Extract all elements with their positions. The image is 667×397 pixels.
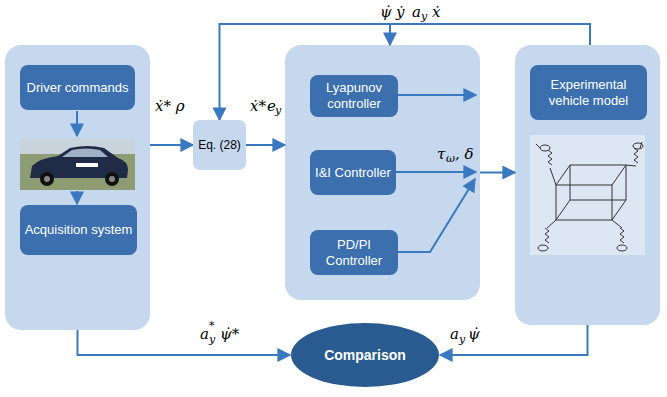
signal-label: ẏ (396, 4, 404, 21)
drawing-part (634, 148, 638, 163)
drawing-part (20, 138, 135, 190)
drawing-part (626, 165, 627, 200)
drawing-part (76, 163, 98, 167)
signal-label: τ (437, 146, 445, 163)
car-photo (20, 138, 135, 190)
signal-label: ψ̇* (220, 326, 239, 343)
drawing-part (620, 228, 624, 243)
flow-arrow (76, 191, 78, 204)
drawing-part (550, 168, 556, 185)
equation-box: Eq. (28) (193, 120, 246, 170)
signal-label: , δ (455, 146, 474, 163)
signal-label: ψ̇ (380, 4, 392, 21)
controller-box: Lyapunov controller (310, 75, 398, 117)
drawing-part (556, 165, 626, 185)
signal-label: ẋ* ρ (155, 98, 185, 115)
drawing-part (612, 185, 613, 220)
signal-label: ẋ* (250, 98, 266, 115)
signal-label: a (450, 326, 459, 343)
drawing-part (570, 165, 571, 200)
controller-box: PD/PI Controller (310, 230, 398, 275)
output-arrow (396, 94, 476, 96)
node-text: Acquisition system (25, 222, 133, 238)
connector (440, 325, 588, 355)
connector (150, 144, 193, 146)
comparison-ellipse: Comparison (290, 322, 440, 388)
vehicle-model-drawing (530, 135, 645, 255)
connector (246, 144, 285, 146)
signal-label: ẋ (432, 4, 440, 21)
node-text: Driver commands (27, 80, 129, 96)
signal-label: * (209, 320, 215, 332)
signal-label: y (275, 105, 281, 117)
signal-label: a (412, 4, 421, 21)
drawing-part (633, 143, 643, 149)
drawing-part (626, 165, 636, 166)
ellipse-fill (291, 323, 439, 387)
drawing-part (538, 245, 548, 251)
signal-label: e (267, 98, 276, 115)
drawing-part (44, 176, 50, 182)
controller-box: I&I Controller (310, 150, 396, 195)
node-text: I&I Controller (315, 165, 391, 181)
drawing-part (540, 145, 550, 151)
connector (78, 330, 291, 355)
signal-label: ω (446, 153, 455, 165)
signal-label: ψ̇ (468, 326, 480, 343)
input-box: Driver commands (20, 65, 135, 110)
drawing-part (105, 172, 119, 186)
drawing-part (62, 149, 108, 158)
input-box: Acquisition system (20, 205, 137, 255)
connector (220, 24, 591, 120)
drawing-part (40, 172, 54, 186)
connector (390, 24, 590, 45)
drawing-part (612, 220, 622, 228)
node-text: Lyapunov controller (314, 80, 394, 111)
signal-label: a (200, 326, 209, 343)
drawing-part (530, 135, 645, 255)
drawing-part (545, 228, 549, 243)
drawing-part (640, 142, 642, 148)
drawing-part (536, 144, 540, 148)
flow-arrow (76, 111, 78, 136)
output-arrow (396, 179, 475, 252)
drawing-part (617, 245, 627, 251)
drawing-part (109, 176, 115, 182)
node-text: Experimental vehicle model (534, 77, 643, 108)
drawing-part (556, 200, 626, 220)
drawing-part (548, 150, 552, 165)
node-text: Comparison (324, 347, 406, 364)
model-box: Experimental vehicle model (530, 65, 647, 120)
node-text: Eq. (28) (198, 138, 241, 152)
signal-label: y (209, 334, 215, 346)
connector (480, 172, 515, 174)
node-text: PD/PI Controller (314, 237, 394, 268)
signal-label: y (421, 11, 427, 23)
signal-label: y (459, 334, 465, 346)
output-arrow (396, 171, 476, 173)
drawing-part (556, 185, 557, 220)
drawing-part (547, 220, 556, 228)
